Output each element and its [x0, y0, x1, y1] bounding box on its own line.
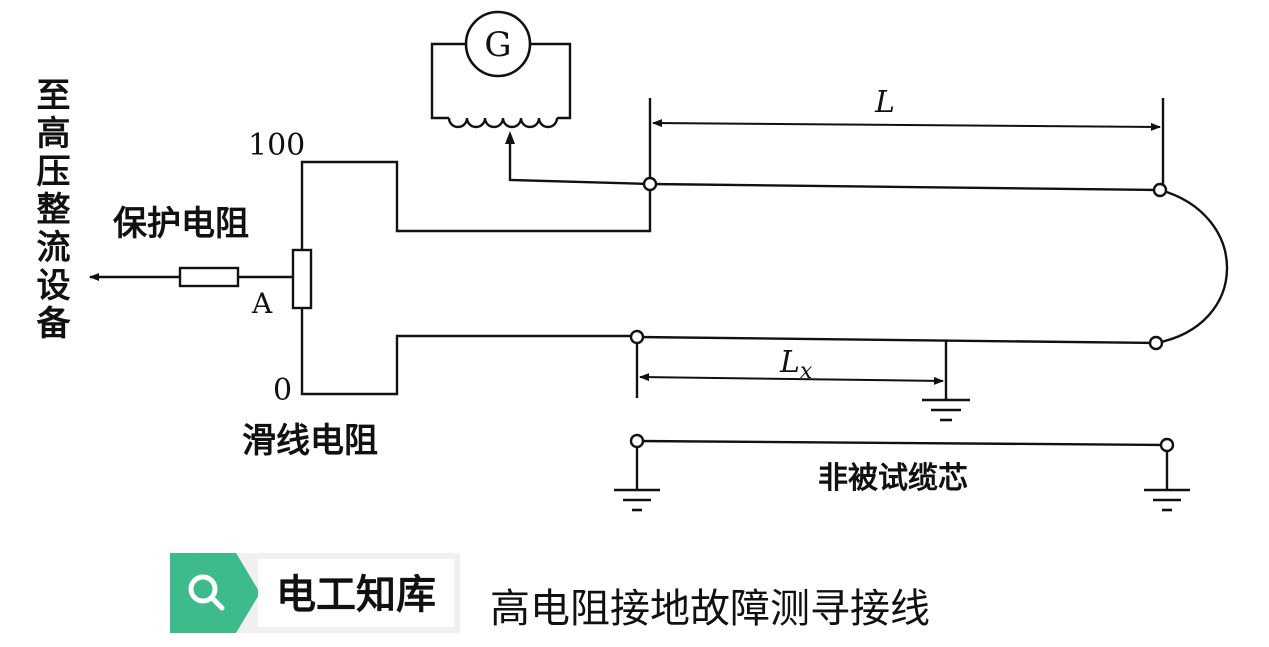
protective-resistor-label: 保护电阻: [113, 204, 249, 244]
slide-wire-resistor: [291, 248, 313, 310]
terminal-node: [629, 329, 645, 345]
coil: [447, 117, 559, 129]
protective-resistor: [178, 266, 240, 288]
figure-caption: 高电阻接地故障测寻接线: [490, 586, 930, 632]
non-test-core-label: 非被试缆芯: [818, 461, 968, 496]
lower-wire: [300, 308, 637, 396]
ground-symbol: [922, 398, 970, 422]
slide-resistor-label: 滑线电阻: [242, 421, 378, 461]
upper-wire: [300, 160, 652, 250]
scale-top-label: 100: [248, 128, 305, 163]
core-loop: [1155, 188, 1229, 345]
terminal-node: [1152, 182, 1168, 198]
dimension-lx: [639, 373, 944, 385]
length-lx-label: Lx: [779, 345, 813, 384]
ground-symbol: [1144, 488, 1190, 512]
brand-name: 电工知库: [276, 572, 436, 618]
galvanometer-label: G: [484, 25, 511, 65]
dimension-l: [652, 119, 1161, 131]
length-l-label: L: [874, 85, 895, 120]
scale-bottom-label: 0: [273, 373, 292, 408]
ground-symbol: [614, 488, 660, 512]
coil-tap-arrow: [505, 131, 515, 144]
tested-core-lower: [636, 335, 1157, 345]
terminal-node: [629, 433, 645, 449]
terminal-node: [1159, 437, 1175, 453]
tested-core-upper: [649, 182, 1161, 192]
terminal-node: [642, 176, 658, 192]
galvanometer-circle: [464, 10, 532, 78]
search-icon: [188, 574, 225, 611]
side-vertical-text: 至高压整流设备: [30, 77, 70, 343]
coil-tap-wire: [508, 140, 651, 186]
terminal-a-label: A: [251, 287, 273, 320]
terminal-node: [1148, 335, 1164, 351]
brand-badge[interactable]: 电工知库: [170, 553, 460, 633]
galvanometer-wire: [430, 42, 466, 120]
non-test-core: [636, 439, 1168, 447]
